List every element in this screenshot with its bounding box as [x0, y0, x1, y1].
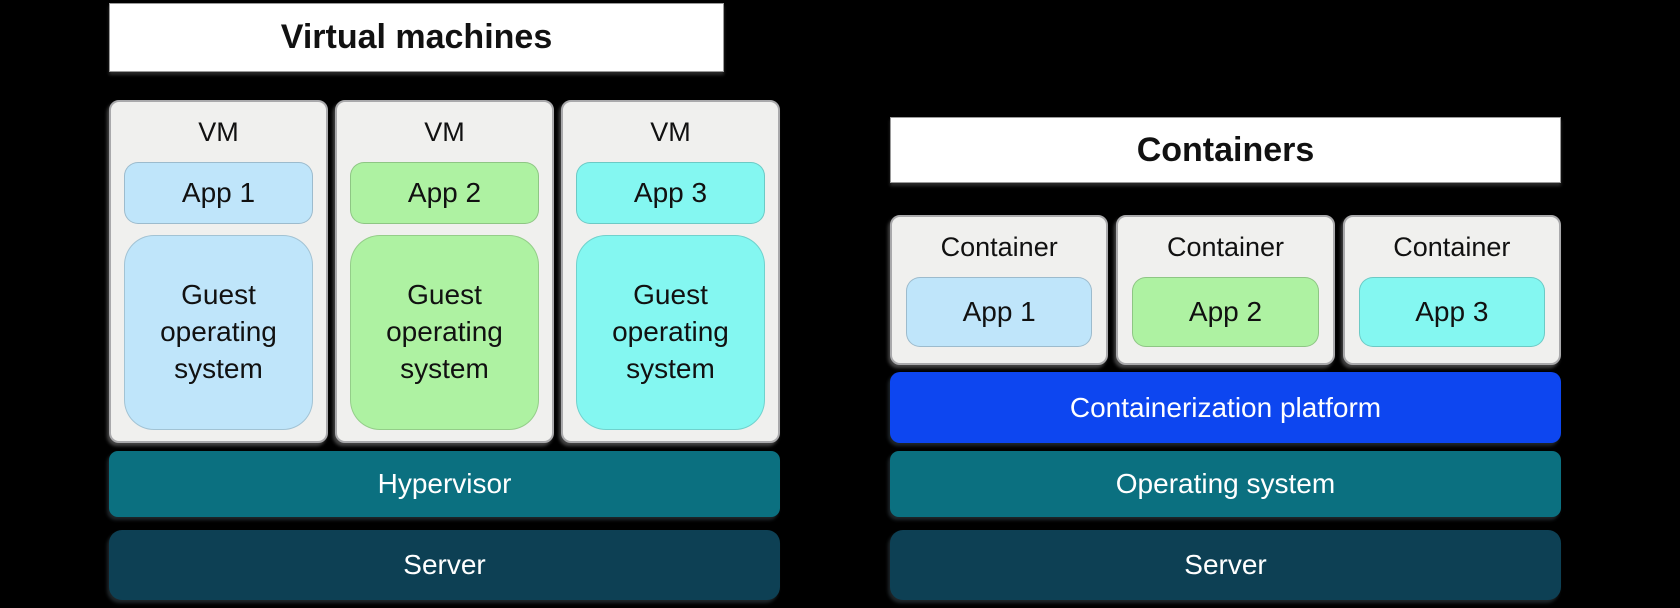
- container-panel-2: Container App 2: [1116, 215, 1335, 365]
- vm1-guest-os-box: Guest operating system: [124, 235, 313, 430]
- vm-panel-1: VM App 1 Guest operating system: [109, 100, 328, 443]
- vm1-app-box: App 1: [124, 162, 313, 224]
- vm-panel-3: VM App 3 Guest operating system: [561, 100, 780, 443]
- vm2-guest-os-box: Guest operating system: [350, 235, 539, 430]
- vm3-app-box: App 3: [576, 162, 765, 224]
- container-header-1: Container: [940, 231, 1058, 262]
- container-header-3: Container: [1393, 231, 1511, 262]
- vm-header-2: VM: [424, 116, 465, 147]
- container-panel-1: Container App 1: [890, 215, 1109, 365]
- containerization-platform-bar: Containerization platform: [890, 372, 1561, 443]
- vm-columns-row: VM App 1 Guest operating system VM App 2…: [109, 100, 780, 443]
- container1-app-box: App 1: [906, 277, 1093, 347]
- hypervisor-bar: Hypervisor: [109, 451, 780, 517]
- container2-app-box: App 2: [1132, 277, 1319, 347]
- vm-header-1: VM: [198, 116, 239, 147]
- server-bar-right: Server: [890, 530, 1561, 600]
- vm-panel-2: VM App 2 Guest operating system: [335, 100, 554, 443]
- operating-system-bar: Operating system: [890, 451, 1561, 517]
- vm2-app-box: App 2: [350, 162, 539, 224]
- server-bar-left: Server: [109, 530, 780, 600]
- container3-app-box: App 3: [1358, 277, 1545, 347]
- vm3-guest-os-box: Guest operating system: [576, 235, 765, 430]
- container-panel-3: Container App 3: [1342, 215, 1561, 365]
- containers-title: Containers: [890, 117, 1561, 183]
- containers-row: Container App 1 Container App 2 Containe…: [890, 215, 1561, 365]
- virtual-machines-title: Virtual machines: [109, 3, 724, 72]
- vm-header-3: VM: [650, 116, 691, 147]
- container-header-2: Container: [1166, 231, 1285, 262]
